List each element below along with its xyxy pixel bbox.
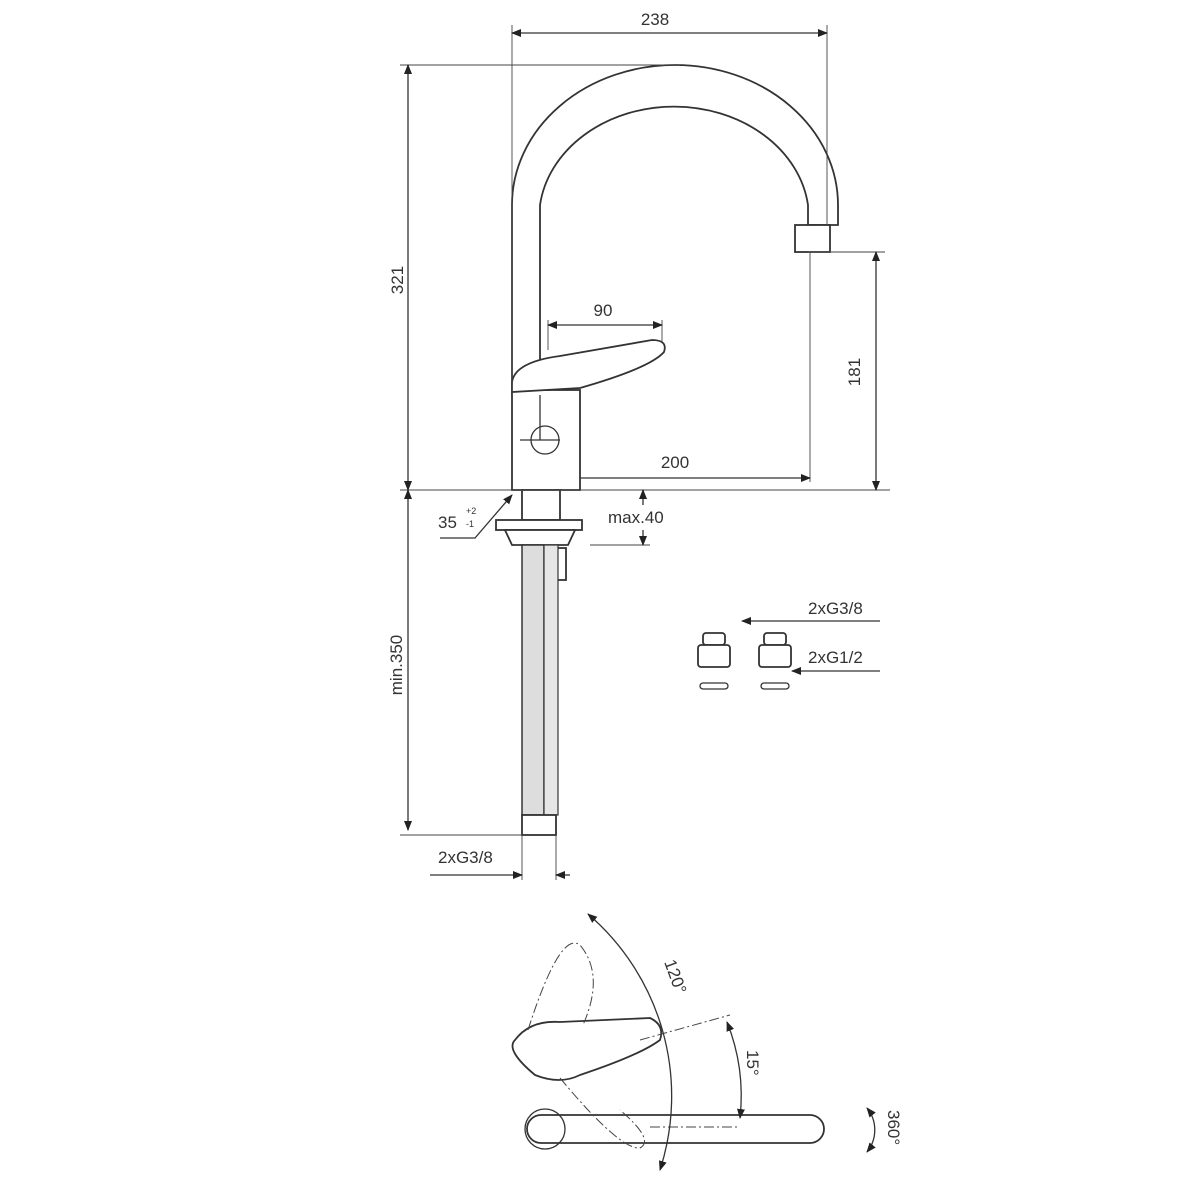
faucet-top-view <box>511 913 876 1171</box>
spout-top <box>526 1114 825 1144</box>
angle-handle-tilt: 15° <box>743 1050 762 1076</box>
aerator <box>794 224 831 253</box>
dim-handle-length: 90 <box>594 301 613 320</box>
dim-hose-thread: 2xG3/8 <box>438 848 493 867</box>
dimension-lines <box>400 25 890 880</box>
dim-overall-height: 321 <box>388 266 407 294</box>
mounting-flange <box>495 519 583 531</box>
hose-nut <box>521 814 557 836</box>
thread-adapters <box>697 617 880 690</box>
dim-min-hose: min.350 <box>387 635 406 695</box>
angle-spout-rotation: 360° <box>884 1110 903 1145</box>
temperature-indicator <box>530 425 560 455</box>
dim-hole-diameter: 35 <box>438 513 457 532</box>
dim-hole-tol-lower: -1 <box>466 519 474 529</box>
flexible-hose <box>521 544 545 816</box>
lever-top <box>511 1017 663 1081</box>
dim-spout-reach: 200 <box>661 453 689 472</box>
faucet-side-view <box>495 64 839 836</box>
dim-overall-reach: 238 <box>641 10 669 29</box>
dim-spout-height: 181 <box>845 358 864 386</box>
dim-hole-tol-upper: +2 <box>466 506 476 516</box>
angle-handle-rotation: 120° <box>660 957 690 997</box>
dim-adapter-out: 2xG3/8 <box>808 599 863 618</box>
dim-max-deck: max.40 <box>608 508 664 527</box>
lever-handle <box>511 339 666 393</box>
dim-adapter-in: 2xG1/2 <box>808 648 863 667</box>
